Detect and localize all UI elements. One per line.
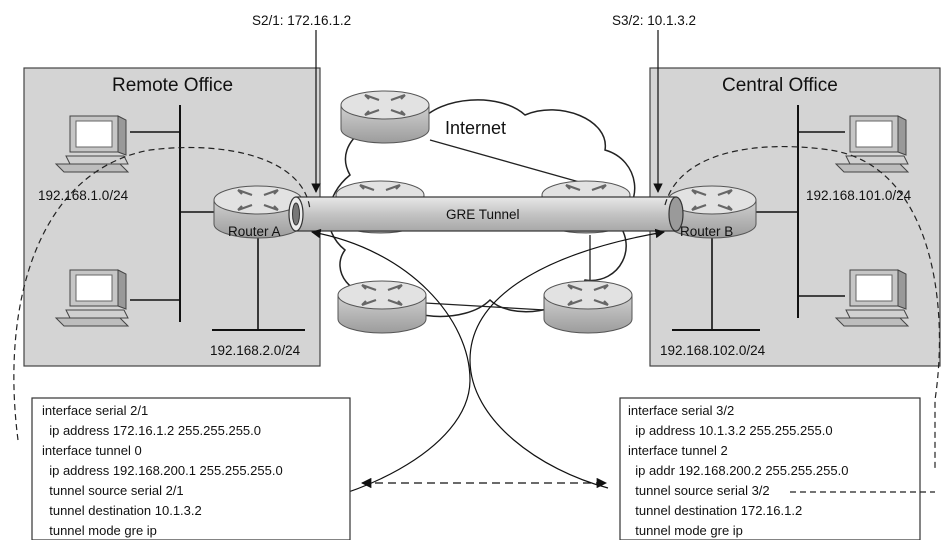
router-b-interface-label: S3/2: 10.1.3.2 xyxy=(612,13,696,28)
config-b-line: tunnel source serial 3/2 xyxy=(628,483,770,498)
internet-label: Internet xyxy=(445,118,506,138)
config-b-line: ip addr 192.168.200.2 255.255.255.0 xyxy=(628,463,848,478)
remote-lan1-label: 192.168.1.0/24 xyxy=(38,188,129,203)
config-b-line: tunnel destination 172.16.1.2 xyxy=(628,503,802,518)
central-lan2-label: 192.168.102.0/24 xyxy=(660,343,766,358)
central-lan1-label: 192.168.101.0/24 xyxy=(806,188,912,203)
remote-lan2-label: 192.168.2.0/24 xyxy=(210,343,301,358)
gre-tunnel xyxy=(288,196,684,232)
config-a-line: ip address 192.168.200.1 255.255.255.0 xyxy=(42,463,283,478)
tunnel-label: GRE Tunnel xyxy=(446,207,520,222)
config-a-line: tunnel destination 10.1.3.2 xyxy=(42,503,202,518)
config-text-router-a: interface serial 2/1 ip address 172.16.1… xyxy=(42,403,283,538)
central-office-title: Central Office xyxy=(722,75,838,96)
config-a-line: interface tunnel 0 xyxy=(42,443,142,458)
internet-router-1 xyxy=(339,89,431,145)
router-a-interface-label: S2/1: 172.16.1.2 xyxy=(252,13,351,28)
config-b-line: tunnel mode gre ip xyxy=(628,523,743,538)
remote-office-title: Remote Office xyxy=(112,75,233,96)
config-box-router-a xyxy=(31,397,351,540)
internet-router-3 xyxy=(336,279,428,335)
config-a-line: ip address 172.16.1.2 255.255.255.0 xyxy=(42,423,261,438)
config-text-router-b: interface serial 3/2 ip address 10.1.3.2… xyxy=(628,403,848,538)
config-b-line: interface tunnel 2 xyxy=(628,443,728,458)
config-box-router-b xyxy=(619,397,921,540)
router-b-label: Router B xyxy=(680,224,733,239)
config-a-line: tunnel mode gre ip xyxy=(42,523,157,538)
config-a-line: interface serial 2/1 xyxy=(42,403,148,418)
config-b-line: interface serial 3/2 xyxy=(628,403,734,418)
internet-router-4 xyxy=(542,279,634,335)
config-a-line: tunnel source serial 2/1 xyxy=(42,483,184,498)
config-b-line: ip address 10.1.3.2 255.255.255.0 xyxy=(628,423,833,438)
router-a-label: Router A xyxy=(228,224,281,239)
